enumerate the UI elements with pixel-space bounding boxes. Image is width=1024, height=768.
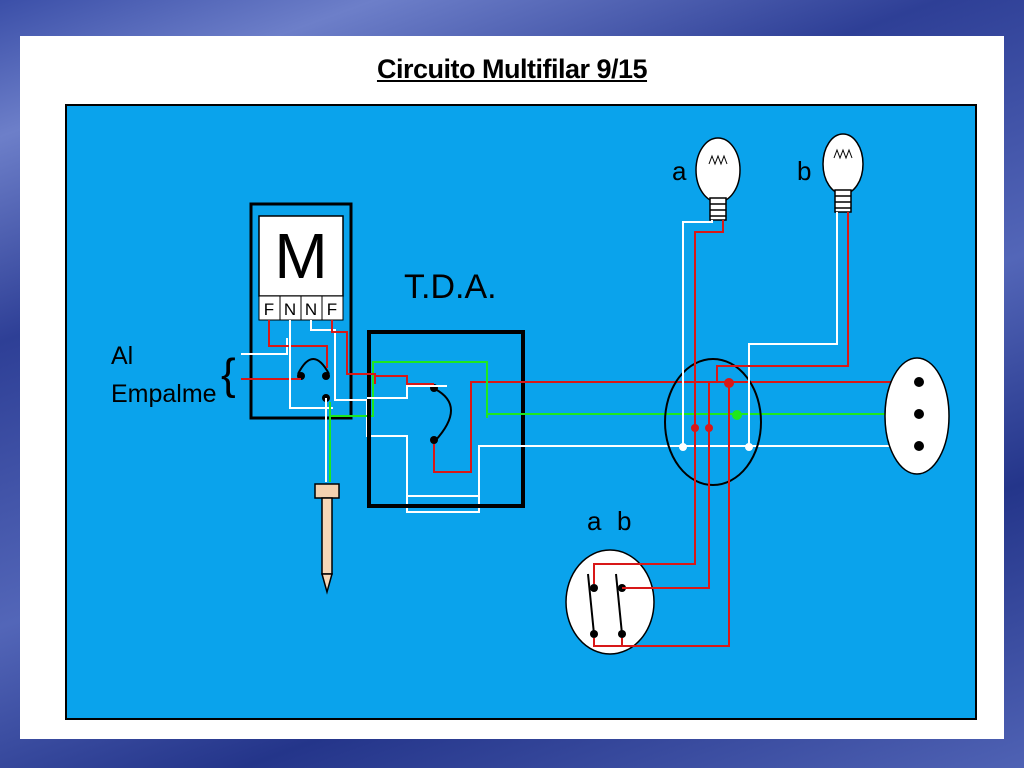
meter-terminal-1: F [264, 300, 274, 319]
lamp-a-return [694, 220, 724, 428]
switch-b-lever [615, 573, 623, 635]
phase-into-tda [347, 373, 434, 385]
meter-terminal-4: F [327, 300, 337, 319]
neutral-main [406, 436, 907, 497]
tda-contact-bottom [430, 436, 438, 444]
feed-label-line2: Empalme [111, 380, 217, 408]
ground-wire-to-tda [329, 361, 488, 418]
socket-pin-1 [914, 377, 924, 387]
lamp-b-neutral [748, 212, 838, 447]
feed-label-line1: Al [111, 342, 133, 370]
switch-bridge-wire [593, 638, 623, 647]
diagram-canvas: M F N N F Al Empalme { [111, 133, 950, 655]
meter-breaker-arc [297, 358, 330, 375]
slide: Circuito Multifilar 9/15 M F N N F Al Em… [20, 36, 1004, 739]
switch-contact-4 [618, 630, 626, 638]
lamp-a-icon [695, 137, 741, 221]
meter-symbol: M [274, 220, 327, 292]
phase-out-main [433, 381, 907, 473]
feed-neutral-wire [241, 338, 288, 355]
slide-title: Circuito Multifilar 9/15 [376, 54, 648, 84]
lamp-b-label: b [797, 156, 811, 186]
switch-a-lever [587, 573, 595, 635]
socket-pin-3 [914, 441, 924, 451]
meter-terminal-3: N [305, 300, 317, 319]
switch-phase-feed [622, 383, 730, 647]
lamp-b-icon [822, 133, 864, 213]
tda-label: T.D.A. [404, 268, 497, 306]
switch-a-label: a [587, 506, 602, 536]
switch-contact-3 [590, 630, 598, 638]
lamp-a-neutral [682, 220, 713, 447]
ground-rod [314, 483, 340, 595]
tda-breaker-arc [434, 388, 452, 442]
tda-box [367, 330, 525, 508]
lamp-b-return [708, 212, 849, 428]
socket-pin-2 [914, 409, 924, 419]
meter-neutral-1 [289, 320, 333, 409]
switch-b-label: b [617, 506, 631, 536]
meter-terminals: F N N F [258, 295, 344, 321]
lamp-a-label: a [672, 156, 687, 186]
double-switch [565, 549, 655, 655]
switch-b-return-wire [622, 428, 710, 589]
feed-brace: { [221, 350, 236, 399]
meter-contact-2 [322, 372, 330, 380]
meter-terminal-2: N [284, 300, 296, 319]
junction-node-ground [732, 410, 742, 420]
meter-box [249, 202, 353, 420]
neutral-jumper [367, 385, 447, 399]
meter-phase-in [268, 320, 328, 368]
switch-a-return-wire [593, 428, 696, 584]
wiring-diagram: M F N N F Al Empalme { [65, 104, 977, 720]
switch-contact-1 [590, 584, 598, 592]
ground-main [373, 361, 907, 415]
junction-box [664, 358, 762, 486]
